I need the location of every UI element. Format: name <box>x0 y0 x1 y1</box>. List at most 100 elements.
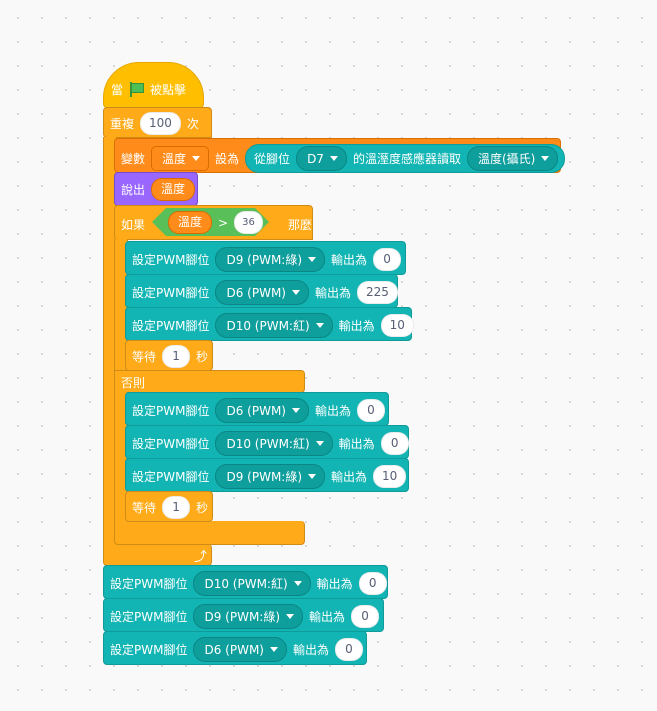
condition-value-input[interactable]: 36 <box>234 211 263 234</box>
pwm-label: 設定PWM腳位 <box>110 643 188 657</box>
pwm-pin-dropdown[interactable]: D9 (PWM:綠) <box>193 604 304 629</box>
pwm-pin-dropdown[interactable]: D6 (PWM) <box>215 280 309 305</box>
else-header: 否則 <box>114 370 305 393</box>
chevron-down-icon <box>541 156 550 161</box>
chevron-down-icon <box>291 290 300 295</box>
output-label: 輸出為 <box>331 470 368 484</box>
chevron-down-icon <box>315 323 324 328</box>
repeat-block-footer: ⤴ <box>103 544 212 566</box>
repeat-label: 重複 <box>110 117 135 131</box>
sensor-mode-dropdown[interactable]: 溫度(攝氏) <box>466 146 559 171</box>
sensor-pin-value: D7 <box>307 151 324 166</box>
pwm-pin-value: D10 (PWM:紅) <box>226 437 310 451</box>
pwm-label: 設定PWM腳位 <box>132 319 210 333</box>
pwm-pin-value: D6 (PWM) <box>226 403 286 418</box>
pwm-label: 設定PWM腳位 <box>132 470 210 484</box>
pwm-pin-value: D6 (PWM) <box>226 285 286 300</box>
set-variable-block[interactable]: 變數 溫度 設為 從腳位 D7 的溫溼度感應器讀取 溫度(攝氏) <box>114 138 566 173</box>
pwm-pin-dropdown[interactable]: D9 (PWM:綠) <box>215 464 326 489</box>
clicked-label: 被點擊 <box>150 83 187 97</box>
say-variable-reporter[interactable]: 溫度 <box>151 178 196 201</box>
output-label: 輸出為 <box>309 610 346 624</box>
wait-label: 等待 <box>132 501 157 515</box>
pwm-value-input[interactable]: 0 <box>335 638 363 661</box>
pwm-pin-dropdown[interactable]: D10 (PWM:紅) <box>193 571 311 596</box>
set-pwm-block[interactable]: 設定PWM腳位 D6 (PWM) 輸出為 225 <box>125 274 398 308</box>
chevron-down-icon <box>291 408 300 413</box>
chevron-down-icon <box>269 647 278 652</box>
pwm-pin-value: D6 (PWM) <box>204 642 264 657</box>
say-label: 說出 <box>121 183 146 197</box>
chevron-down-icon <box>293 581 302 586</box>
chevron-down-icon <box>308 257 317 262</box>
pwm-label: 設定PWM腳位 <box>132 437 210 451</box>
pwm-value-input[interactable]: 10 <box>373 465 407 488</box>
output-label: 輸出為 <box>314 286 351 300</box>
pwm-pin-dropdown[interactable]: D9 (PWM:綠) <box>215 247 326 272</box>
set-pwm-block[interactable]: 設定PWM腳位 D10 (PWM:紅) 輸出為 0 <box>103 565 388 599</box>
else-label: 否則 <box>121 376 146 390</box>
pwm-pin-dropdown[interactable]: D6 (PWM) <box>215 398 309 423</box>
pwm-pin-value: D9 (PWM:綠) <box>226 253 303 267</box>
pwm-pin-dropdown[interactable]: D10 (PWM:紅) <box>215 431 333 456</box>
wait-seconds-input[interactable]: 1 <box>162 345 191 368</box>
if-label: 如果 <box>121 218 146 232</box>
pwm-pin-value: D10 (PWM:紅) <box>226 319 310 333</box>
repeat-block[interactable]: 重複 100 次 <box>103 107 212 138</box>
then-label: 那麼 <box>288 218 313 232</box>
wait-label: 等待 <box>132 350 157 364</box>
set-pwm-block[interactable]: 設定PWM腳位 D9 (PWM:綠) 輸出為 0 <box>125 241 406 275</box>
variable-dropdown[interactable]: 溫度 <box>151 146 210 171</box>
pwm-label: 設定PWM腳位 <box>132 404 210 418</box>
when-flag-clicked-block[interactable]: 當 被點擊 <box>103 62 204 108</box>
pwm-value-input[interactable]: 0 <box>351 605 380 628</box>
output-label: 輸出為 <box>338 319 375 333</box>
pwm-label: 設定PWM腳位 <box>110 610 188 624</box>
set-pwm-block[interactable]: 設定PWM腳位 D9 (PWM:綠) 輸出為 10 <box>125 458 409 492</box>
sensor-read-label: 的溫溼度感應器讀取 <box>352 152 461 166</box>
set-variable-label: 變數 <box>121 152 146 166</box>
say-block[interactable]: 說出 溫度 <box>114 172 198 206</box>
seconds-label: 秒 <box>196 501 209 515</box>
output-label: 輸出為 <box>292 643 329 657</box>
pwm-value-input[interactable]: 0 <box>373 248 402 271</box>
pwm-value-input[interactable]: 0 <box>357 399 385 422</box>
chevron-down-icon <box>315 441 324 446</box>
if-else-footer <box>114 521 305 545</box>
seconds-label: 秒 <box>196 350 209 364</box>
wait-block[interactable]: 等待 1 秒 <box>125 340 213 371</box>
pwm-pin-value: D9 (PWM:綠) <box>204 610 281 624</box>
condition-variable-reporter[interactable]: 溫度 <box>168 211 213 234</box>
wait-block[interactable]: 等待 1 秒 <box>125 491 213 522</box>
output-label: 輸出為 <box>338 437 375 451</box>
set-pwm-block[interactable]: 設定PWM腳位 D6 (PWM) 輸出為 0 <box>125 392 389 426</box>
loop-arrow-icon: ⤴ <box>194 550 208 565</box>
pwm-value-input[interactable]: 0 <box>380 432 409 455</box>
set-pwm-block[interactable]: 設定PWM腳位 D10 (PWM:紅) 輸出為 0 <box>125 425 409 459</box>
pwm-pin-dropdown[interactable]: D10 (PWM:紅) <box>215 313 333 338</box>
pwm-label: 設定PWM腳位 <box>132 286 210 300</box>
output-label: 輸出為 <box>314 404 351 418</box>
chevron-down-icon <box>192 156 201 161</box>
chevron-down-icon <box>329 156 338 161</box>
sensor-reporter[interactable]: 從腳位 D7 的溫溼度感應器讀取 溫度(攝氏) <box>245 144 566 173</box>
pwm-pin-dropdown[interactable]: D6 (PWM) <box>193 637 287 662</box>
pwm-value-input[interactable]: 0 <box>358 572 387 595</box>
greater-than-condition[interactable]: 溫度 > 36 <box>152 208 269 236</box>
output-label: 輸出為 <box>331 253 368 267</box>
green-flag-icon <box>129 82 145 97</box>
pwm-value-input[interactable]: 10 <box>380 314 414 337</box>
set-pwm-block[interactable]: 設定PWM腳位 D6 (PWM) 輸出為 0 <box>103 631 367 665</box>
output-label: 輸出為 <box>316 577 353 591</box>
when-label: 當 <box>111 83 124 97</box>
repeat-count-input[interactable]: 100 <box>140 112 181 135</box>
set-pwm-block[interactable]: 設定PWM腳位 D9 (PWM:綠) 輸出為 0 <box>103 598 384 632</box>
pwm-pin-value: D10 (PWM:紅) <box>204 577 288 591</box>
wait-seconds-input[interactable]: 1 <box>162 496 191 519</box>
repeat-suffix-label: 次 <box>186 117 199 131</box>
sensor-pin-dropdown[interactable]: D7 <box>296 146 347 171</box>
pwm-value-input[interactable]: 225 <box>357 281 398 304</box>
set-pwm-block[interactable]: 設定PWM腳位 D10 (PWM:紅) 輸出為 10 <box>125 307 414 341</box>
variable-name: 溫度 <box>162 152 187 166</box>
pwm-label: 設定PWM腳位 <box>132 253 210 267</box>
